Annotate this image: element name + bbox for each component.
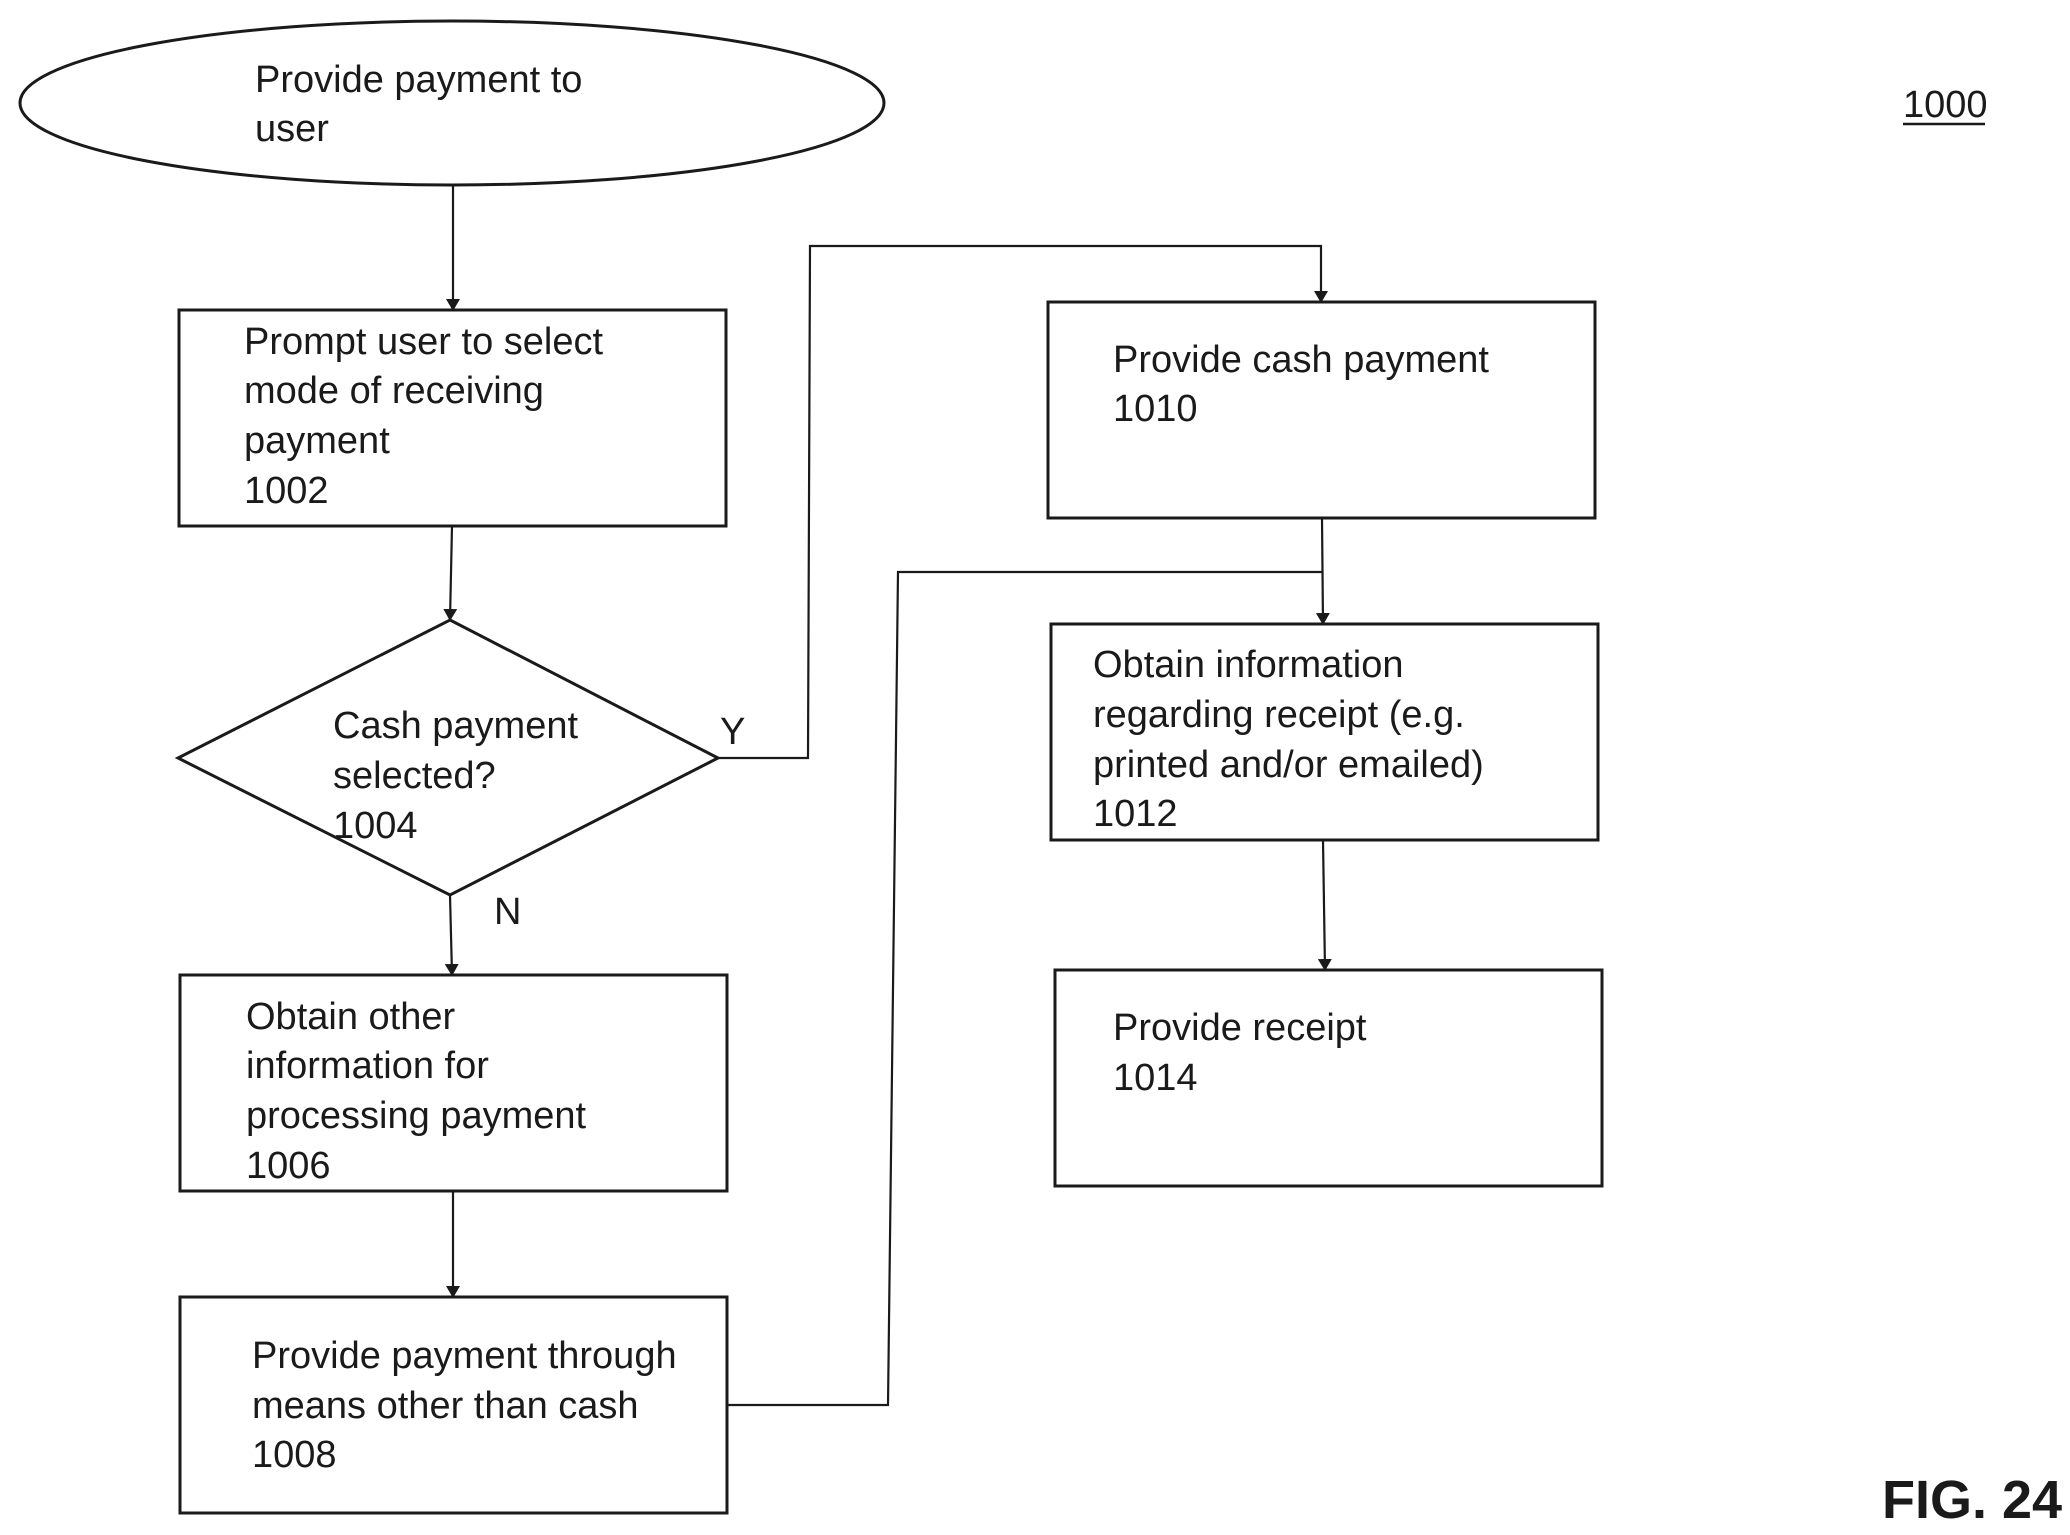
step-1014-line-1: Provide receipt <box>1113 1007 1367 1049</box>
edge-1012-to-1014 <box>1323 840 1325 970</box>
figure-label: FIG. 24 <box>1882 1470 2062 1530</box>
step-1010-line-1: Provide cash payment <box>1113 339 1489 381</box>
step-1010-number: 1010 <box>1113 388 1198 430</box>
edge-1010-to-1012 <box>1322 518 1323 624</box>
start-node-line-2: user <box>255 108 329 150</box>
edge-1004-to-1006 <box>450 895 452 975</box>
step-1002-line-2: mode of receiving <box>244 370 544 412</box>
edge-label-no: N <box>494 891 521 933</box>
step-1006-number: 1006 <box>246 1145 331 1187</box>
step-1002-line-1: Prompt user to select <box>244 321 603 363</box>
step-1006-line-3: processing payment <box>246 1095 587 1137</box>
step-1010-box: Provide cash payment 1010 <box>1048 302 1595 518</box>
decision-1004: Cash payment selected? 1004 <box>178 620 718 895</box>
step-1002-number: 1002 <box>244 470 329 512</box>
step-1012-box: Obtain information regarding receipt (e.… <box>1051 624 1598 840</box>
step-1012-line-3: printed and/or emailed) <box>1093 744 1484 786</box>
step-1008-line-1: Provide payment through <box>252 1335 677 1377</box>
edge-1002-to-1004 <box>450 526 452 620</box>
start-node: Provide payment to user <box>20 21 884 185</box>
step-1014-box: Provide receipt 1014 <box>1055 970 1602 1186</box>
step-1008-line-2: means other than cash <box>252 1385 639 1427</box>
step-1012-line-2: regarding receipt (e.g. <box>1093 694 1465 736</box>
decision-1004-number: 1004 <box>333 805 418 847</box>
start-node-line-1: Provide payment to <box>255 59 582 101</box>
decision-1004-line-2: selected? <box>333 755 496 797</box>
step-1006-box: Obtain other information for processing … <box>180 975 727 1191</box>
edge-label-yes: Y <box>720 711 745 753</box>
reference-number: 1000 <box>1903 84 1988 126</box>
step-1008-box: Provide payment through means other than… <box>180 1297 727 1513</box>
step-1008-number: 1008 <box>252 1434 337 1476</box>
step-1014-number: 1014 <box>1113 1057 1198 1099</box>
step-1002-line-3: payment <box>244 420 390 462</box>
step-1006-line-2: information for <box>246 1045 489 1087</box>
step-1006-line-1: Obtain other <box>246 996 455 1038</box>
step-1002-box: Prompt user to select mode of receiving … <box>179 310 726 526</box>
decision-1004-line-1: Cash payment <box>333 705 578 747</box>
step-1012-number: 1012 <box>1093 793 1178 835</box>
step-1012-line-1: Obtain information <box>1093 644 1404 686</box>
